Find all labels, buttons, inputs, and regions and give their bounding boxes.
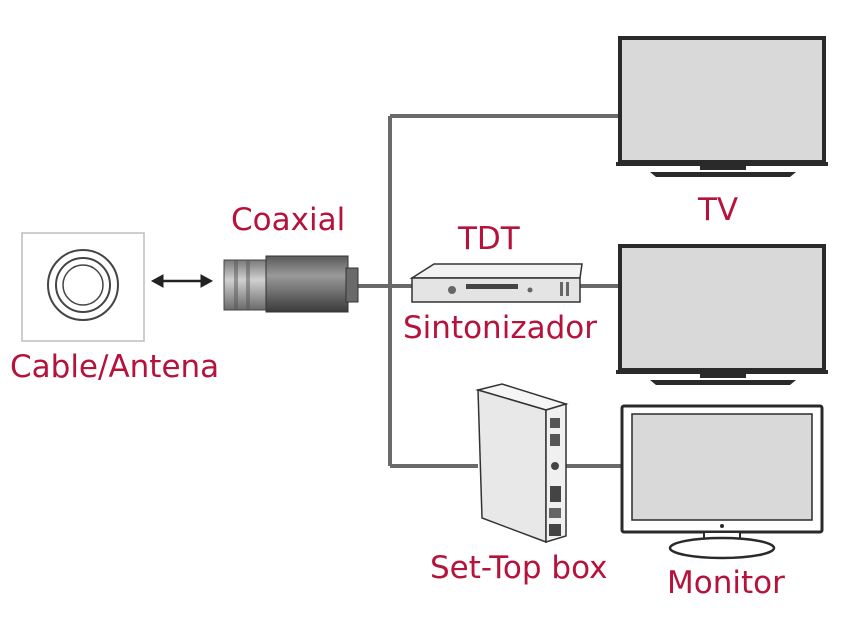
tv-label: TV — [698, 192, 739, 228]
set-top-box-icon — [475, 383, 569, 544]
wall-socket-icon — [21, 232, 145, 342]
set-top-box-label: Set-Top box — [430, 550, 608, 586]
dtt-tuner-icon — [409, 263, 583, 303]
coaxial-label: Coaxial — [231, 202, 346, 238]
sintonizador-label: Sintonizador — [403, 310, 597, 346]
coaxial-connector-icon — [223, 255, 359, 313]
cable-antenna-label: Cable/Antena — [10, 349, 220, 385]
flat-tv-icon — [616, 36, 828, 177]
bidirectional-arrow-icon — [150, 274, 214, 288]
monitor-label: Monitor — [667, 565, 785, 601]
flat-tv-icon — [616, 244, 828, 385]
monitor-icon — [620, 404, 824, 560]
connection-lines — [350, 114, 622, 468]
tdt-label: TDT — [458, 221, 520, 257]
